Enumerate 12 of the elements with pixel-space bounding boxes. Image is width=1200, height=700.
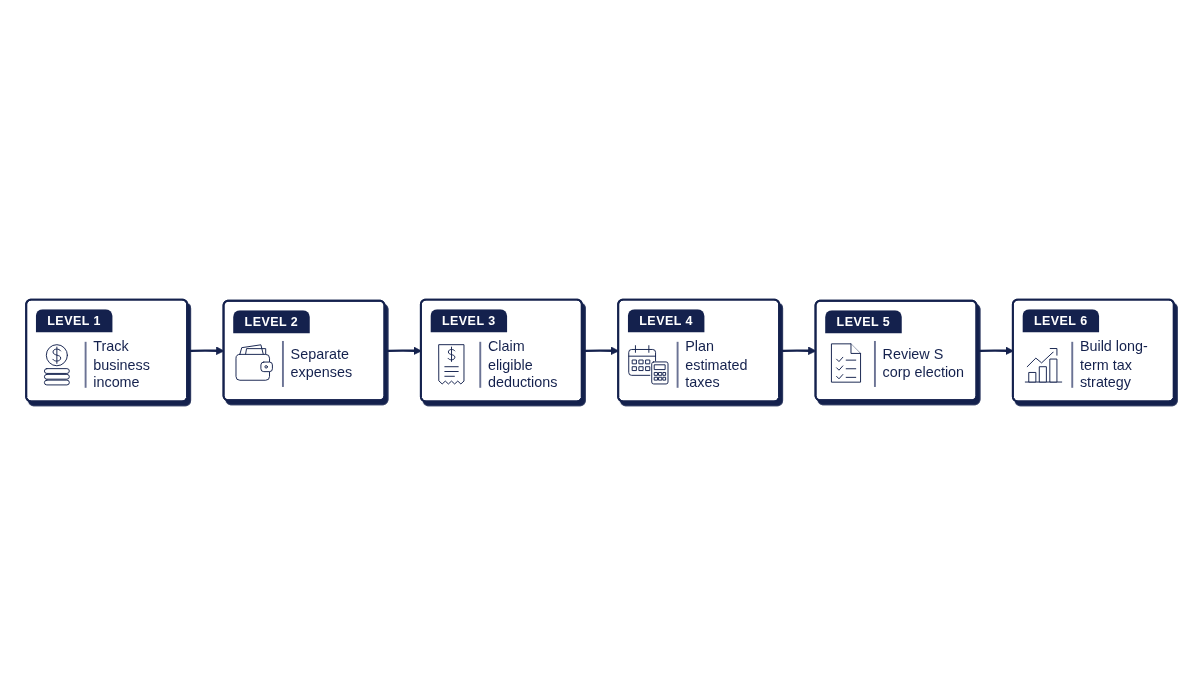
level-tab: LEVEL 5	[825, 309, 902, 333]
level-tab: LEVEL 3	[430, 308, 508, 332]
step-text: Claim eligible deductions	[487, 337, 559, 392]
step-text: Separate expenses	[290, 345, 354, 382]
step-text: Plan estimated taxes	[685, 337, 749, 392]
level-tab: LEVEL 2	[233, 309, 310, 333]
level-tab: LEVEL 4	[627, 308, 705, 332]
level-tab: LEVEL 1	[35, 308, 113, 332]
step-text: Review S corp election	[882, 345, 966, 382]
step-text: Track business income	[93, 337, 151, 392]
level-tab: LEVEL 6	[1022, 308, 1100, 332]
step-text: Build long-term tax strategy	[1079, 337, 1149, 392]
